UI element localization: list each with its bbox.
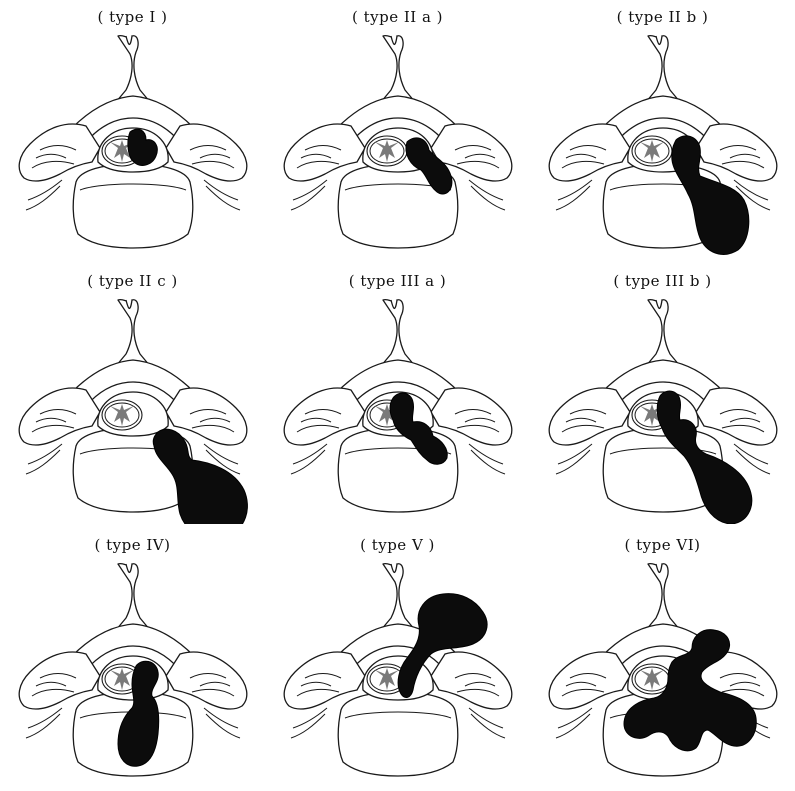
vertebra-diagram xyxy=(283,298,513,513)
tumor-mass xyxy=(127,128,158,166)
tumor-mass xyxy=(405,137,453,195)
panel-label: ( type II b ) xyxy=(616,8,709,26)
tumor-mass xyxy=(389,392,448,465)
vertebra-diagram xyxy=(548,562,778,777)
vertebra-diagram xyxy=(18,34,248,249)
panel-label: ( type II c ) xyxy=(87,272,178,290)
panel-label: ( type V ) xyxy=(360,536,435,554)
panel-label: ( type I ) xyxy=(97,8,168,26)
panel-label: ( type II a ) xyxy=(351,8,444,26)
panel-type-v: ( type V ) xyxy=(265,528,530,791)
panel-type-iiia: ( type III a ) xyxy=(265,264,530,527)
vertebra-diagram xyxy=(548,34,778,255)
vertebra-diagram xyxy=(18,562,248,777)
tumor-mass xyxy=(671,135,750,255)
vertebra-diagram xyxy=(283,562,513,777)
vertebra-outline xyxy=(283,562,513,777)
panel-type-iib: ( type II b ) xyxy=(530,0,795,263)
tumor-mass xyxy=(623,629,757,752)
tumor-mass xyxy=(117,660,160,767)
panel-label: ( type IV) xyxy=(94,536,171,554)
vertebra-diagram xyxy=(548,298,778,524)
panel-label: ( type III a ) xyxy=(348,272,447,290)
vertebra-diagram xyxy=(283,34,513,249)
vertebra-diagram xyxy=(18,298,248,524)
panel-label: ( type VI) xyxy=(624,536,701,554)
panel-type-iv: ( type IV) xyxy=(0,528,265,791)
panel-label: ( type III b ) xyxy=(613,272,712,290)
panel-type-iic: ( type II c ) xyxy=(0,264,265,527)
tumor-mass xyxy=(397,593,488,698)
panel-type-iiib: ( type III b ) xyxy=(530,264,795,527)
panel-type-iia: ( type II a ) xyxy=(265,0,530,263)
panel-type-vi: ( type VI) xyxy=(530,528,795,791)
panel-type-i: ( type I ) xyxy=(0,0,265,263)
vertebra-outline xyxy=(283,34,513,249)
tumor-mass xyxy=(152,428,248,524)
tumor-mass xyxy=(656,390,753,524)
